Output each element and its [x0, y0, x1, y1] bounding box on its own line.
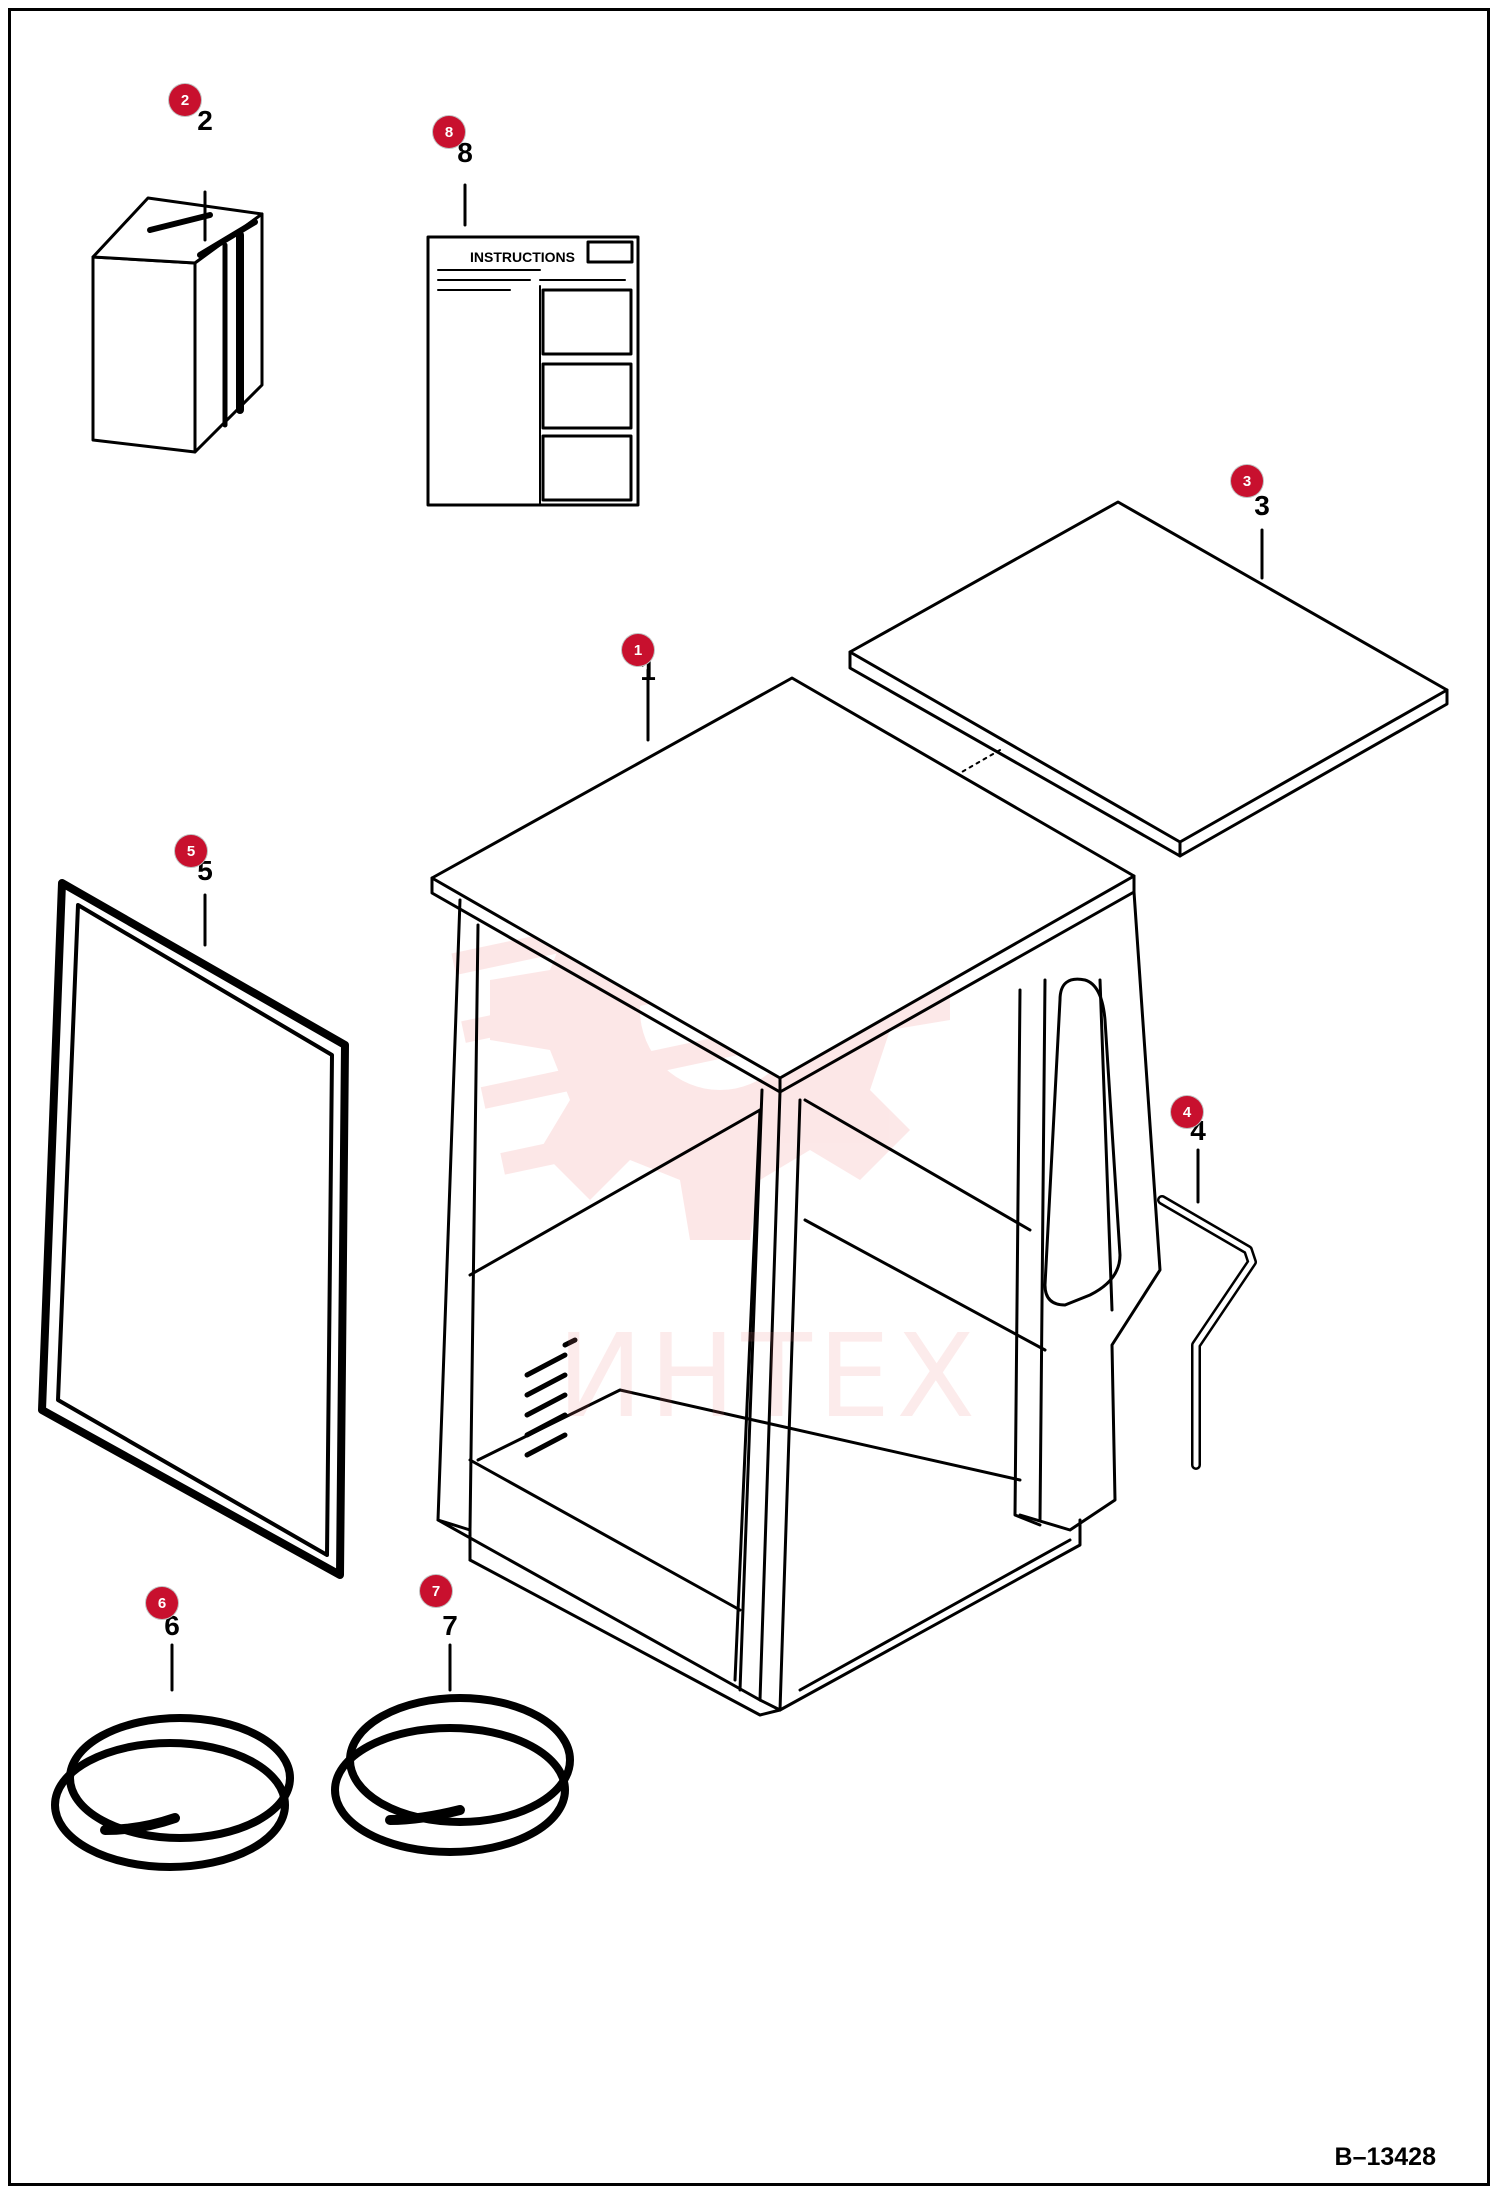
callout-1[interactable]: 1 — [622, 634, 654, 666]
part-6-coil — [51, 1643, 294, 1871]
label-2: 2 — [197, 105, 213, 136]
part-4-rod — [1157, 1148, 1257, 1470]
callout-8[interactable]: 8 — [433, 116, 465, 148]
label-8: 8 — [457, 137, 473, 168]
callout-3[interactable]: 3 — [1231, 465, 1263, 497]
part-1-cab — [430, 668, 1162, 1717]
callout-7[interactable]: 7 — [420, 1575, 452, 1607]
label-7: 7 — [442, 1610, 458, 1641]
watermark-text: ИНТЕХ — [557, 1310, 982, 1444]
diagram-reference-code: B–13428 — [1334, 2143, 1436, 2171]
callout-2[interactable]: 2 — [169, 84, 201, 116]
part-2-block — [91, 190, 264, 454]
callout-5[interactable]: 5 — [175, 835, 207, 867]
instruction-sheet-heading: INSTRUCTIONS — [470, 249, 575, 265]
label-3: 3 — [1254, 490, 1270, 521]
part-5-window-seal — [38, 879, 349, 1579]
callout-6[interactable]: 6 — [146, 1587, 178, 1619]
callout-4[interactable]: 4 — [1171, 1096, 1203, 1128]
part-7-coil — [331, 1643, 574, 1856]
part-8-instruction-sheet — [426, 183, 640, 507]
